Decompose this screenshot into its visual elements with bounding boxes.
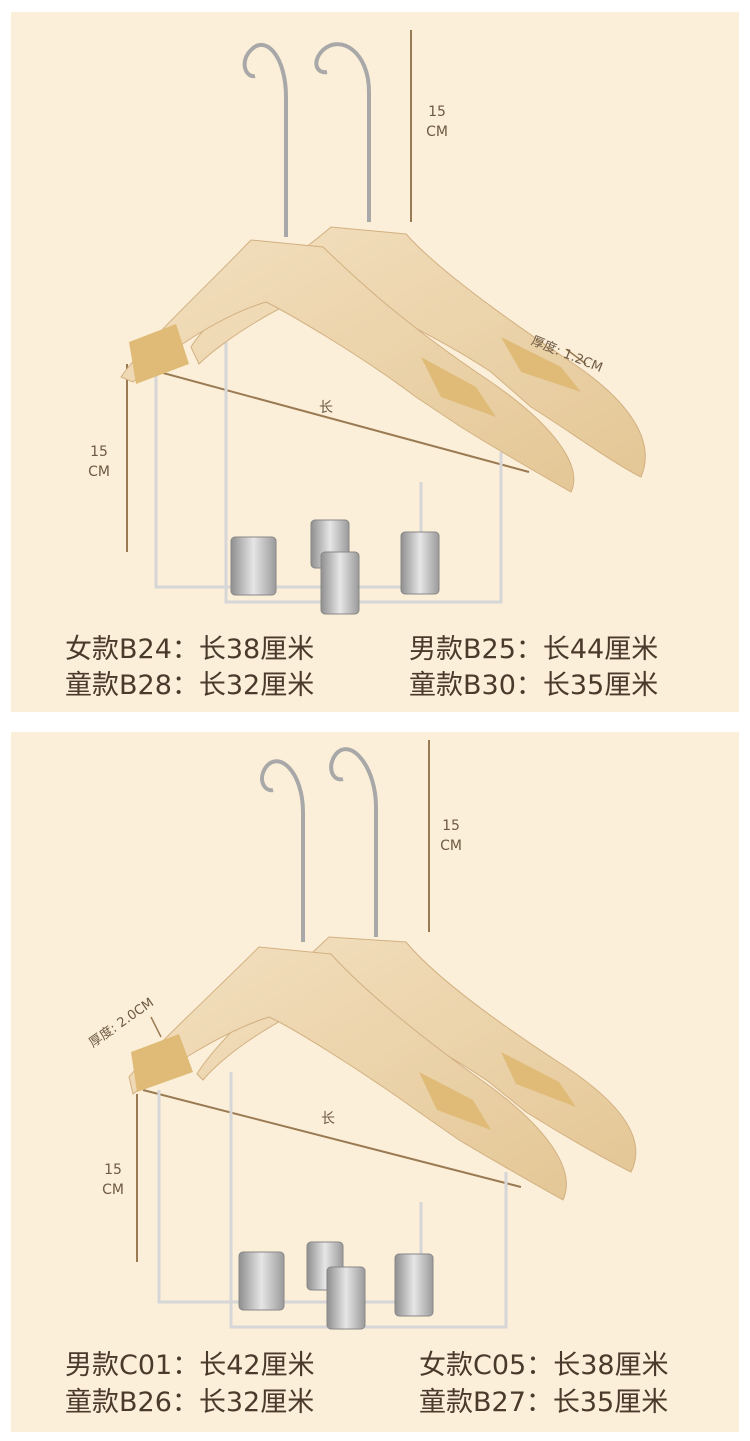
clip	[238, 1251, 285, 1311]
spec-item: 童款B27：长35厘米	[419, 1387, 669, 1418]
product-panel-bottom: 15 CM 15 CM 厚度: 2.0CM 长 男款C01：长42厘米 女款C0…	[11, 732, 739, 1432]
length-label: 长	[319, 400, 333, 416]
spec-item: 童款B26：长32厘米	[65, 1387, 315, 1418]
frame-height-label: 15 CM	[88, 444, 110, 480]
spec-item: 女款B24：长38厘米	[65, 634, 315, 665]
length-label: 长	[321, 1111, 335, 1127]
thickness-pointer	[150, 1016, 162, 1038]
spec-item: 男款C01：长42厘米	[65, 1350, 315, 1381]
length-line	[140, 366, 530, 473]
hanger-front	[128, 759, 567, 1304]
length-line	[142, 1089, 522, 1188]
product-panel-top: 15 CM 15 CM 厚度: 1.2CM 长 女款B24：长38厘米 男款B2…	[11, 12, 739, 712]
clip	[326, 1266, 366, 1330]
hanger-illustration-bottom	[128, 740, 637, 1330]
hook-height-label: 15 CM	[440, 818, 462, 854]
spec-item: 童款B28：长32厘米	[65, 670, 315, 701]
spec-item: 女款C05：长38厘米	[419, 1350, 669, 1381]
thickness-pointer	[565, 348, 587, 365]
clip-group	[230, 519, 440, 615]
spec-item: 男款B25：长44厘米	[409, 634, 659, 665]
hanger-front	[120, 42, 575, 589]
clip	[320, 551, 360, 615]
hook-height-label: 15 CM	[426, 104, 448, 140]
spec-item: 童款B30：长35厘米	[409, 670, 659, 701]
clip	[400, 531, 440, 595]
hanger-illustration-top	[120, 30, 646, 615]
clip-group	[238, 1241, 434, 1330]
clip	[394, 1253, 434, 1317]
clip	[230, 536, 277, 596]
frame-height-label: 15 CM	[102, 1162, 124, 1198]
